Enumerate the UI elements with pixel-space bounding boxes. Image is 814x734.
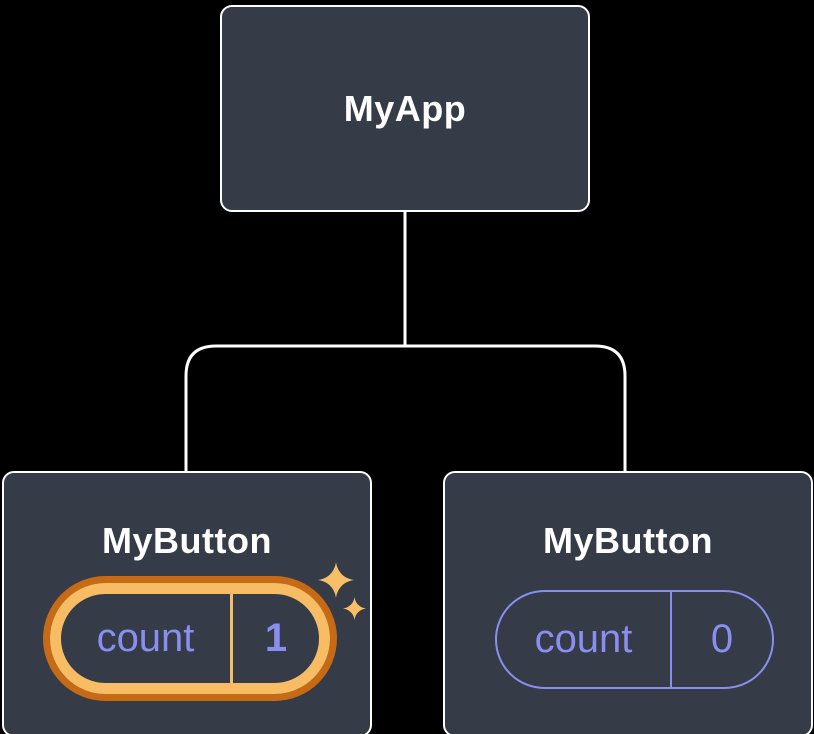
node-mybutton-label: MyButton [543,520,713,561]
node-mybutton-label: MyButton [102,520,272,561]
state-value: 0 [710,617,734,661]
node-myapp-label: MyApp [343,87,467,129]
pill-divider [230,594,233,683]
state-value: 1 [264,616,288,660]
state-pill-normal: count 0 [495,590,774,689]
state-key-label: count [96,616,195,660]
sparkle-large-icon [318,562,354,598]
node-myapp: MyApp [220,5,590,212]
node-mybutton-normal: MyButton count 0 [443,471,813,734]
state-pill-highlighted: count 1 [50,583,330,694]
node-mybutton-highlighted: MyButton count 1 [2,471,372,734]
sparkle-small-icon [343,597,366,620]
state-key-label: count [534,617,633,661]
pill-divider [670,592,672,687]
